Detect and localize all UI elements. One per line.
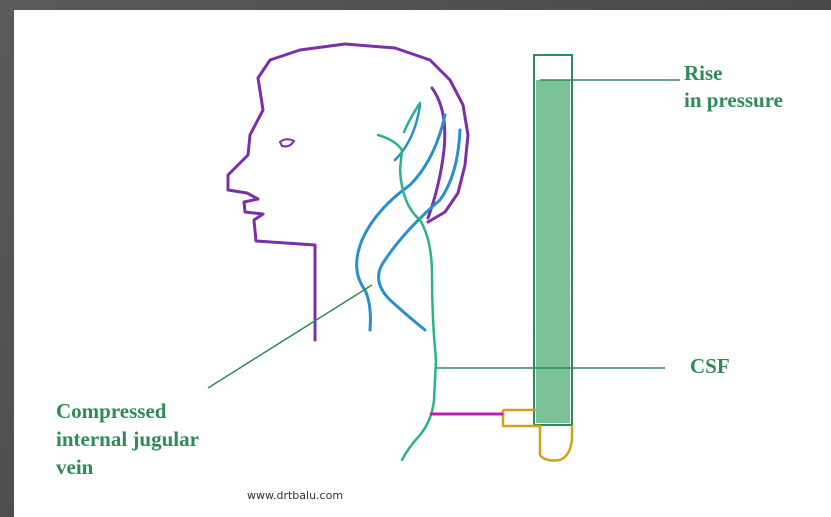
- label-vein-line2: internal jugular: [56, 425, 199, 453]
- credit-text: www.drtbalu.com: [247, 489, 343, 502]
- label-rise-line1: Rise: [684, 60, 783, 87]
- label-csf: CSF: [690, 353, 730, 380]
- label-compressed-vein: Compressed internal jugular vein: [56, 397, 199, 481]
- label-rise-line2: in pressure: [684, 87, 783, 114]
- vein-upper-right: [379, 130, 460, 330]
- csf-column: [536, 80, 570, 423]
- label-rise-in-pressure: Rise in pressure: [684, 60, 783, 114]
- vein-branch: [395, 105, 420, 160]
- label-vein-line3: vein: [56, 453, 199, 481]
- eye: [280, 139, 294, 146]
- leader-vein: [208, 285, 372, 388]
- label-vein-line1: Compressed: [56, 397, 199, 425]
